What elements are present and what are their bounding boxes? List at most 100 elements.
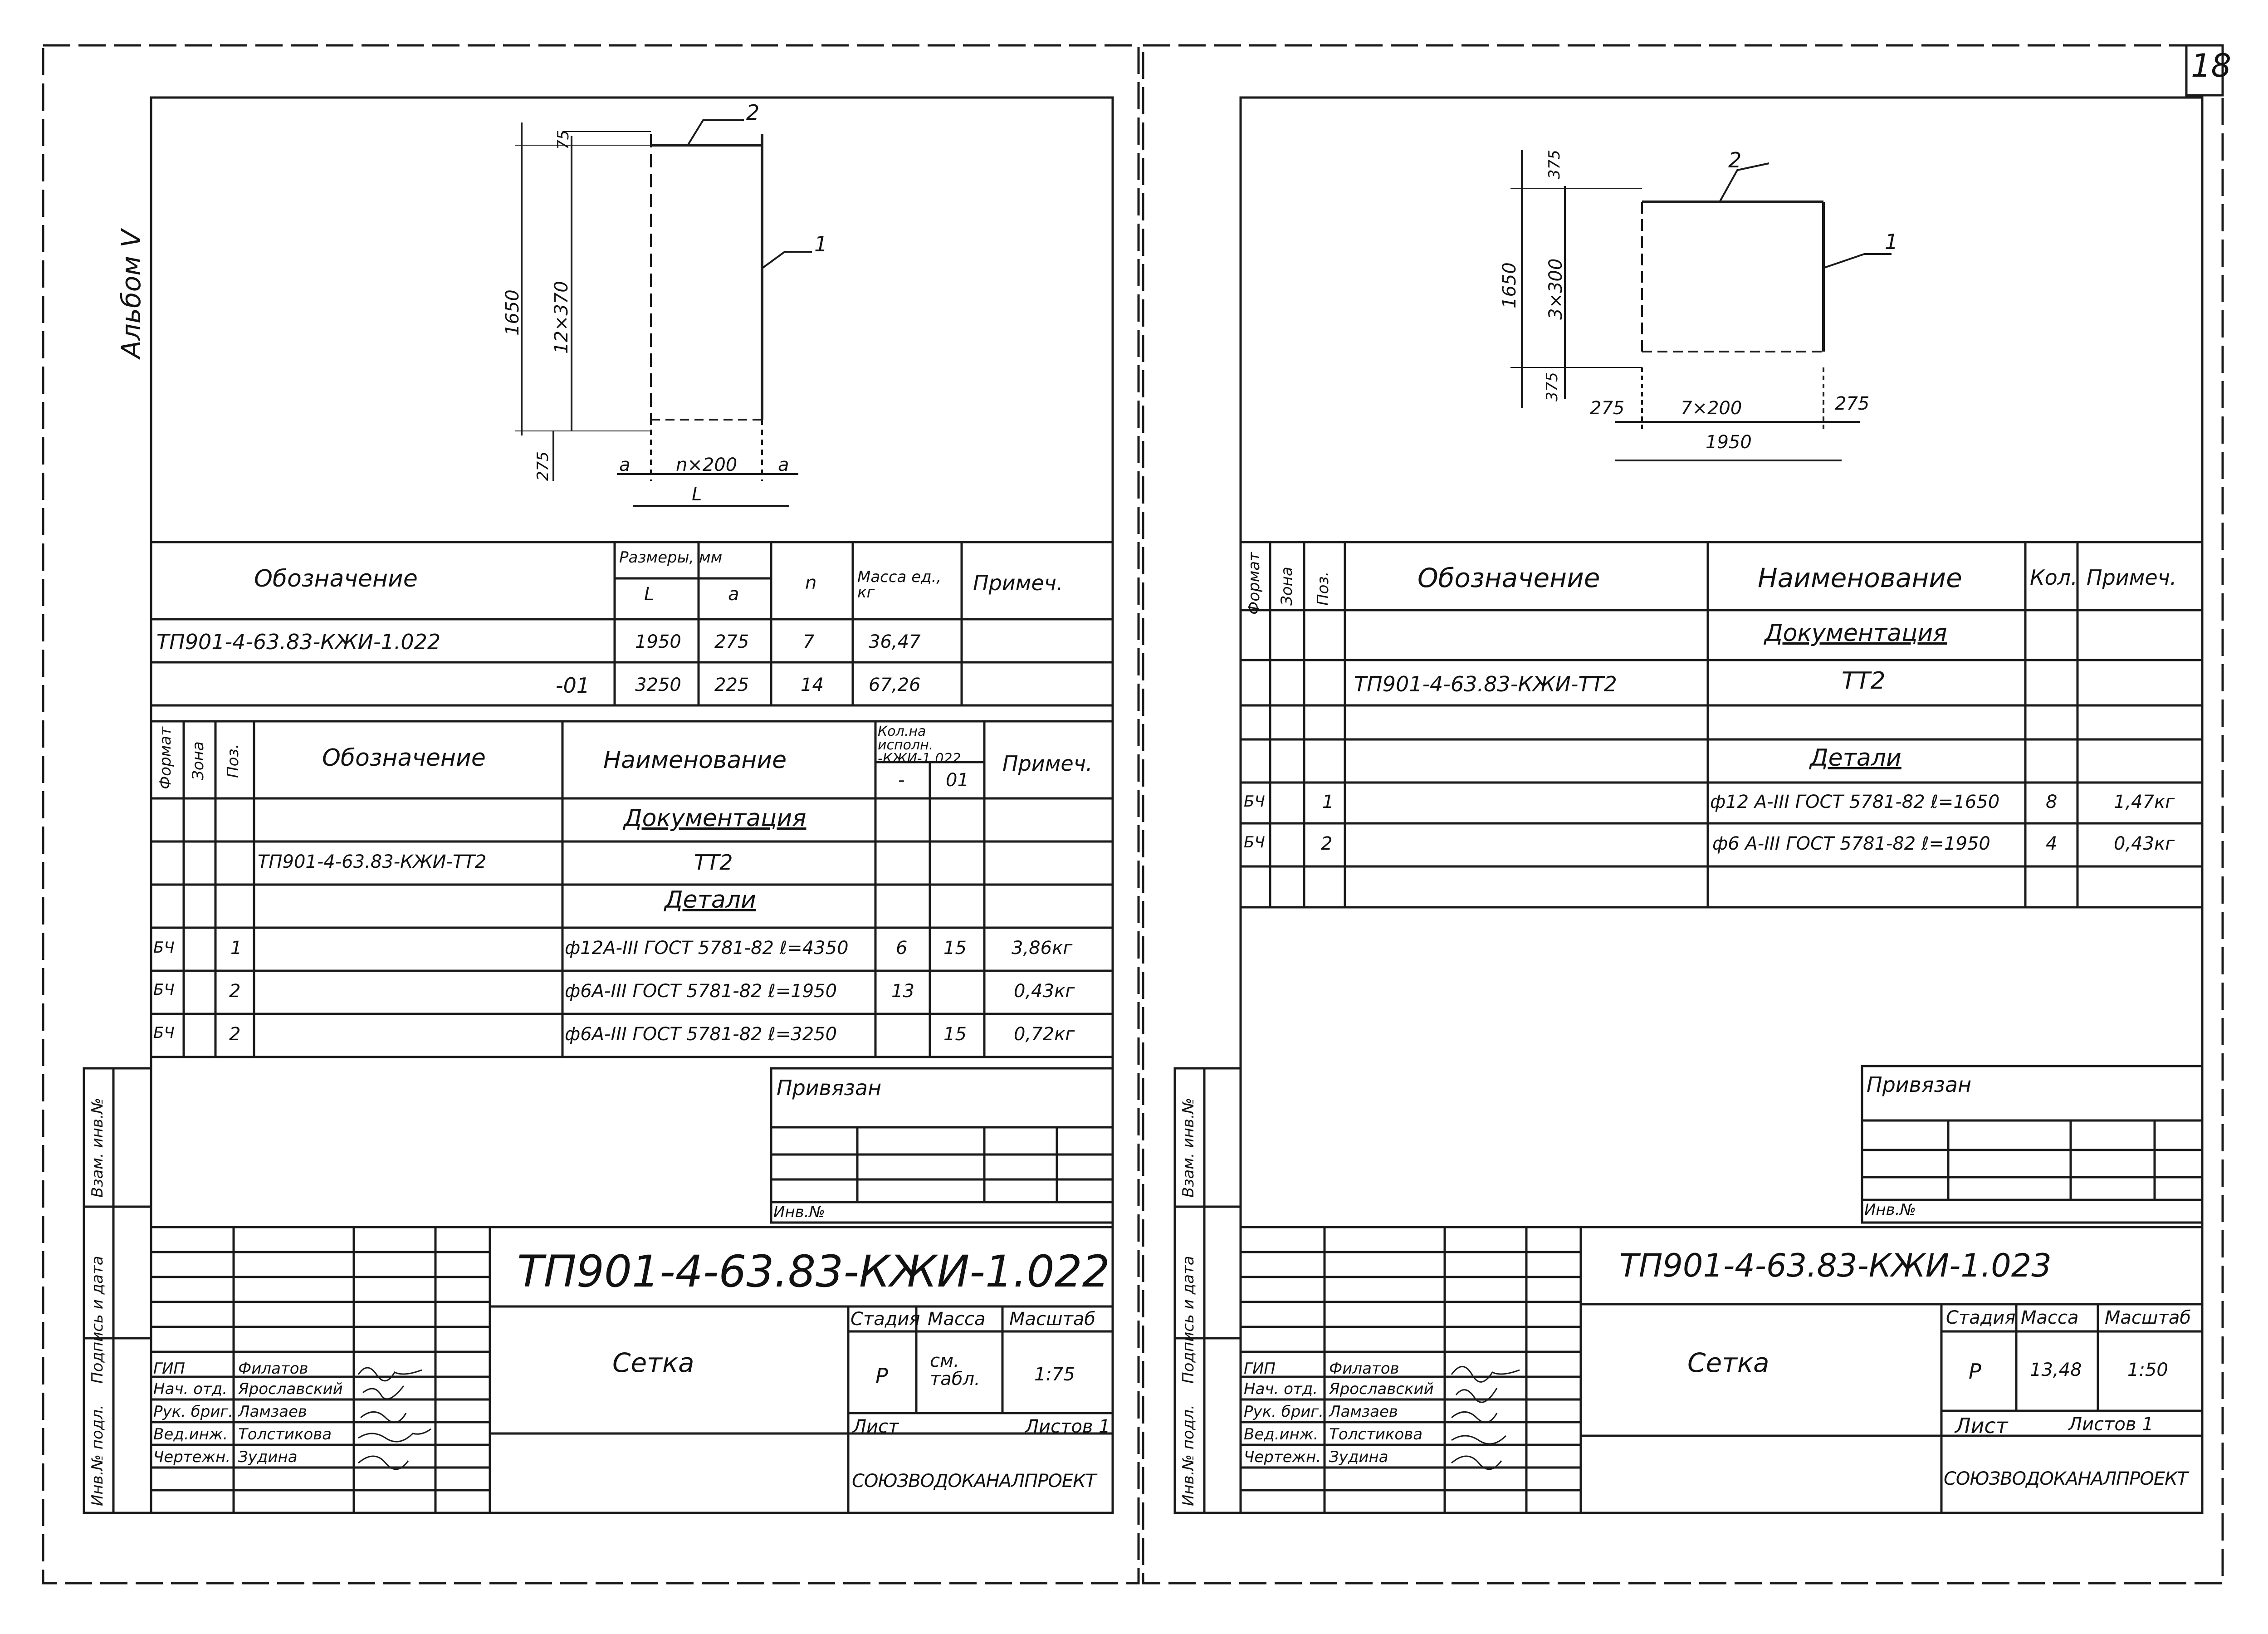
spec-row-format: БЧ: [153, 1024, 175, 1042]
left-pos-2-label: 2: [746, 100, 760, 125]
spec-row-note: 0,43кг: [1014, 981, 1075, 1002]
spec-row-format: БЧ: [153, 981, 175, 999]
spec-row-name: ф12А-III ГОСТ 5781-82 ℓ=4350: [565, 938, 849, 959]
r-spec-header-note: Примеч.: [2087, 565, 2177, 590]
variants-header-L: L: [644, 584, 655, 605]
r-spec-row-qty: 4: [2046, 833, 2058, 854]
right-dim-total: 1950: [1706, 432, 1752, 453]
r-privyazan-label: Привязан: [1867, 1072, 1972, 1097]
right-org: СОЮЗВОДОКАНАЛПРОЕКТ: [1944, 1468, 2188, 1489]
spec-header-name: Наименование: [603, 747, 787, 774]
r-inv-no-label: Инв.№: [1864, 1201, 1916, 1219]
variants-header-mass: Масса ед., кг: [857, 568, 942, 602]
left-role: Рук. бриг.: [153, 1403, 234, 1421]
r-spec-row-format: БЧ: [1244, 833, 1265, 851]
right-dim-left: 275: [1590, 398, 1625, 419]
spec-row-qty-b: 15: [943, 938, 967, 959]
spec-header-qty: Кол.на исполн. -КЖИ-1.022: [878, 724, 961, 767]
spec-header-qty-a: -: [898, 770, 905, 791]
r-spec-header-designation: Обозначение: [1418, 563, 1600, 593]
r-spec-header-qty: Кол.: [2030, 565, 2077, 590]
spec-row-pos: 1: [230, 938, 242, 959]
right-role: Нач. отд.: [1244, 1380, 1318, 1398]
spec-row-name: ф6А-III ГОСТ 5781-82 ℓ=3250: [565, 1024, 837, 1045]
left-mass: см. табл.: [930, 1350, 980, 1389]
r-spec-row-name: ТТ2: [1842, 667, 1886, 695]
left-person: Ламзаев: [238, 1403, 307, 1421]
right-dim-right: 275: [1835, 393, 1870, 414]
variants-row-n: 14: [801, 675, 824, 695]
left-dim-a1: a: [619, 455, 631, 475]
variants-row-a: 275: [714, 631, 749, 652]
right-role: Рук. бриг.: [1244, 1403, 1324, 1421]
spec-row-qty-a: 6: [896, 938, 908, 959]
r-spec-row-pos: 2: [1321, 833, 1333, 854]
right-sheets-label: Листов 1: [2068, 1414, 2154, 1435]
inv-no-label: Инв.№: [773, 1203, 825, 1221]
spec-row-pos: 2: [229, 981, 241, 1002]
spec-row-name: ф6А-III ГОСТ 5781-82 ℓ=1950: [565, 981, 837, 1002]
right-role: Вед.инж.: [1244, 1425, 1319, 1443]
r-spec-row-name: Детали: [1810, 744, 1901, 772]
r-spec-row-name: ф12 А-III ГОСТ 5781-82 ℓ=1650: [1710, 792, 2000, 812]
spec-header-note: Примеч.: [1002, 751, 1093, 776]
spec-row-pos: 2: [229, 1024, 241, 1045]
right-stage-label: Стадия: [1946, 1307, 2016, 1328]
variants-row-designation: ТП901-4-63.83-КЖИ-1.022: [156, 630, 441, 654]
left-role: Вед.инж.: [153, 1425, 228, 1443]
variants-header-designation: Обозначение: [254, 565, 418, 592]
variants-row-mass: 67,26: [869, 675, 921, 695]
left-person: Толстикова: [238, 1425, 332, 1443]
left-person: Филатов: [238, 1360, 308, 1378]
right-mass: 13,48: [2030, 1360, 2082, 1380]
right-scale-label: Масштаб: [2105, 1307, 2191, 1328]
left-dim-a2: a: [778, 455, 789, 475]
right-role: ГИП: [1244, 1360, 1276, 1378]
left-pos-1-label: 1: [814, 232, 828, 256]
left-person: Ярославский: [238, 1380, 343, 1398]
r-spec-row-note: 0,43кг: [2114, 833, 2175, 854]
left-stage: Р: [875, 1364, 888, 1388]
right-stage: Р: [1969, 1359, 1981, 1384]
variants-row-L: 1950: [635, 631, 681, 652]
left-mass-label: Масса: [928, 1309, 986, 1330]
r-spec-row-note: 1,47кг: [2114, 792, 2175, 812]
right-drawing-code: ТП901-4-63.83-КЖИ-1.023: [1619, 1247, 2052, 1284]
spec-row-qty-b: 15: [943, 1024, 967, 1045]
r-spec-header-name: Наименование: [1758, 563, 1962, 593]
spec-header-qty-b: 01: [946, 770, 969, 791]
right-person: Филатов: [1329, 1360, 1399, 1378]
variants-row-a: 225: [714, 675, 749, 695]
privyazan-label: Привязан: [777, 1076, 882, 1100]
r-spec-row-format: БЧ: [1244, 793, 1265, 811]
spec-row-qty-a: 13: [891, 981, 914, 1002]
spec-row-format: БЧ: [153, 939, 175, 957]
right-person: Ламзаев: [1329, 1403, 1398, 1421]
right-pos-1-label: 1: [1885, 230, 1898, 254]
left-drawing-name: Сетка: [612, 1347, 694, 1378]
r-spec-row-qty: 8: [2046, 792, 2058, 812]
right-scale: 1:50: [2127, 1360, 2168, 1380]
variants-header-a: a: [728, 584, 739, 605]
left-dim-mid: n×200: [676, 455, 738, 475]
spec-row-note: 0,72кг: [1014, 1024, 1075, 1045]
spec-row-name: Детали: [665, 886, 756, 914]
left-sheet-label: Лист: [853, 1416, 899, 1437]
right-role: Чертежн.: [1244, 1448, 1321, 1466]
left-org: СОЮЗВОДОКАНАЛПРОЕКТ: [852, 1471, 1096, 1492]
r-spec-row-name: Документация: [1765, 620, 1947, 647]
r-spec-row-designation: ТП901-4-63.83-КЖИ-ТТ2: [1354, 672, 1617, 696]
variants-header-sizes: Размеры, мм: [619, 548, 723, 567]
left-role: ГИП: [153, 1360, 185, 1378]
right-dim-mid: 7×200: [1681, 398, 1742, 419]
left-role: Нач. отд.: [153, 1380, 228, 1398]
left-sheets-label: Листов 1: [1025, 1416, 1110, 1437]
right-person: Зудина: [1329, 1448, 1388, 1466]
left-dim-L: L: [692, 484, 702, 505]
spec-row-note: 3,86кг: [1012, 938, 1073, 959]
spec-header-designation: Обозначение: [322, 744, 486, 772]
variants-header-note: Примеч.: [973, 571, 1063, 595]
